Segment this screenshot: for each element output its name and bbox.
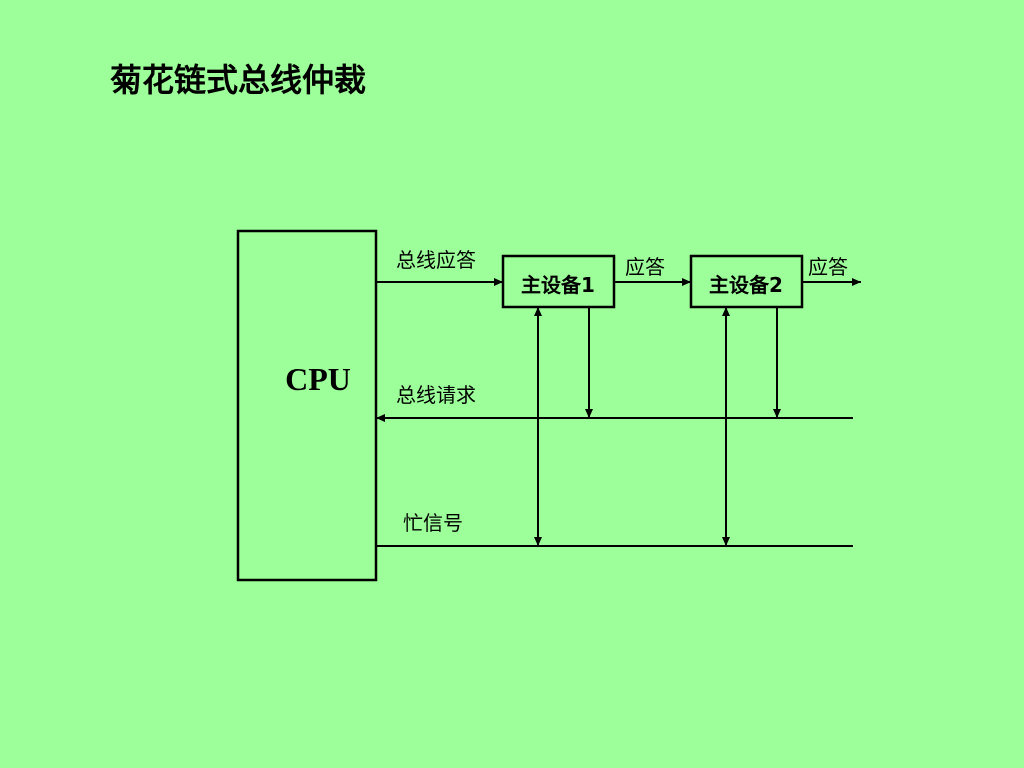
slide-title: 菊花链式总线仲裁 <box>110 61 367 99</box>
grant-label-2: 应答 <box>808 255 848 279</box>
grant-label-1: 应答 <box>625 255 665 279</box>
bus-request-label: 总线请求 <box>396 383 476 407</box>
master-device-2-label: 主设备2 <box>709 273 783 297</box>
master-device-1-label: 主设备1 <box>521 273 595 297</box>
cpu-label: CPU <box>285 361 351 397</box>
bus-grant-label: 总线应答 <box>396 248 476 272</box>
busy-signal-label: 忙信号 <box>403 511 463 535</box>
cpu-box <box>236 229 378 582</box>
